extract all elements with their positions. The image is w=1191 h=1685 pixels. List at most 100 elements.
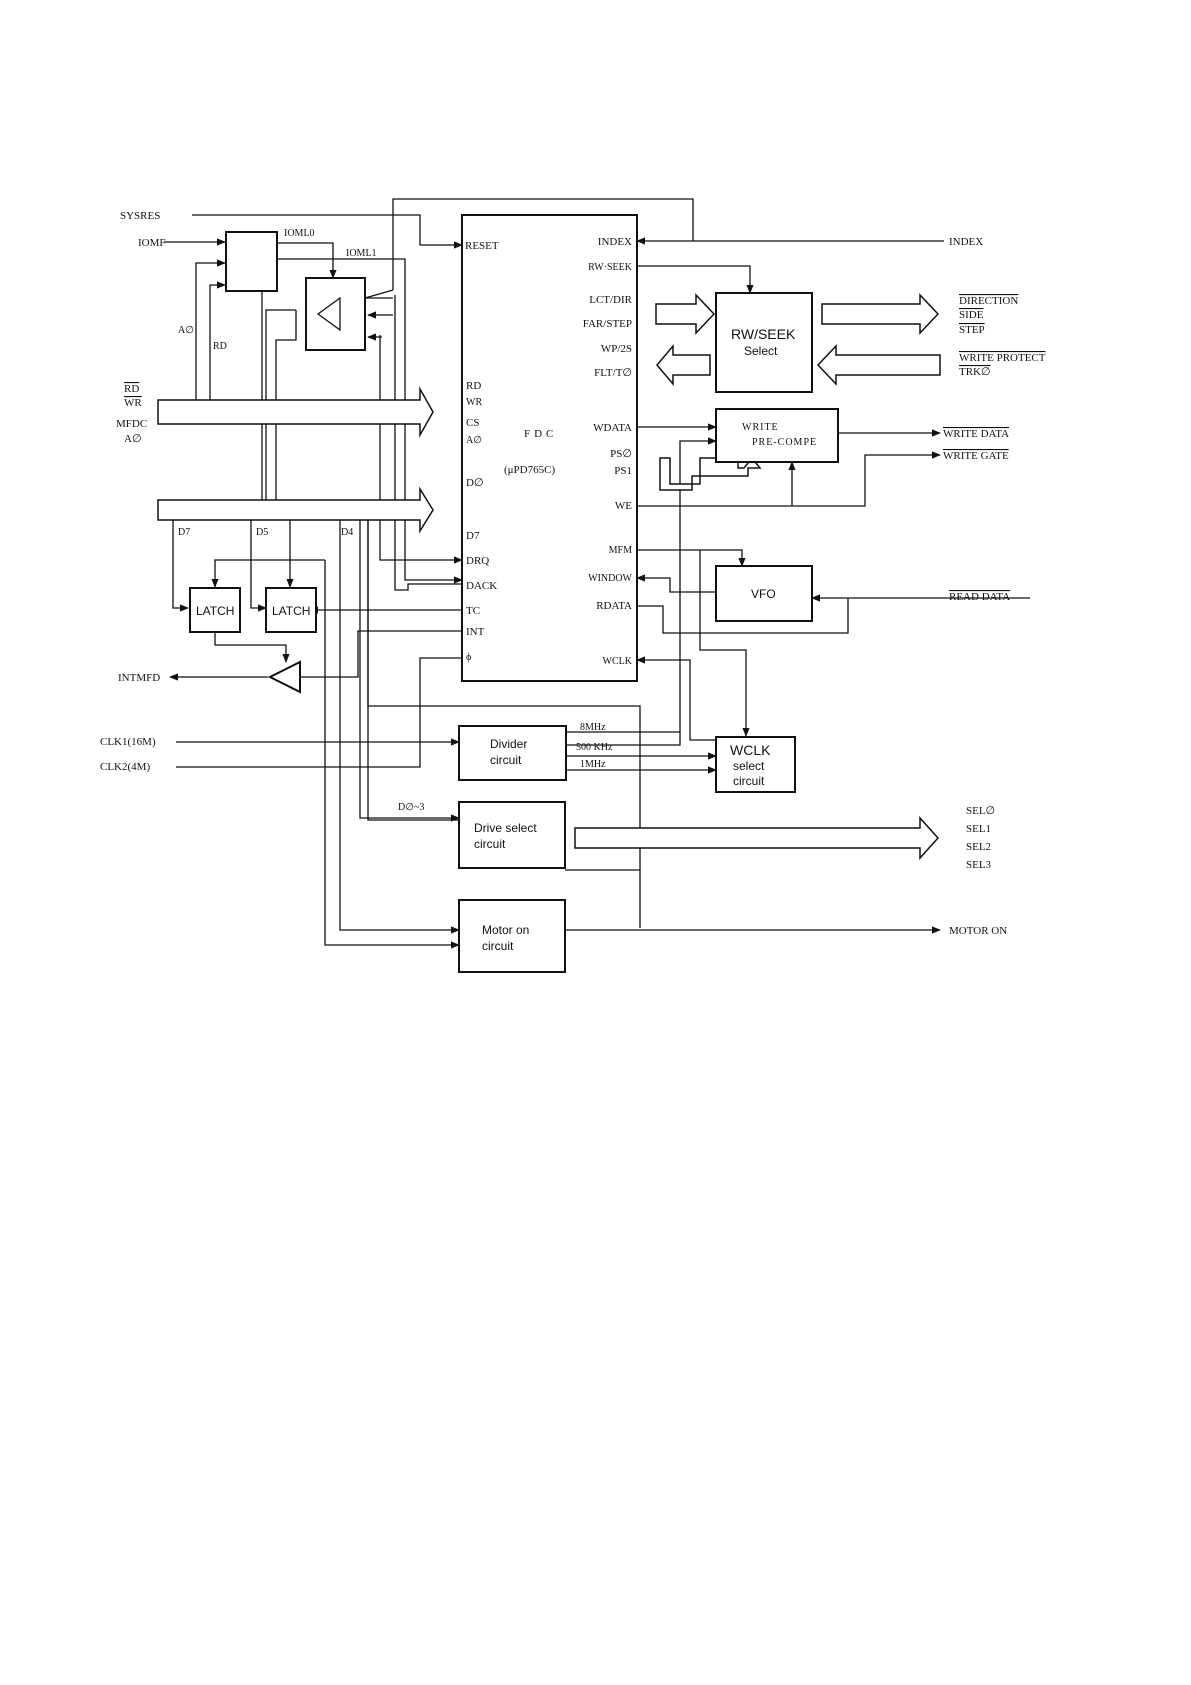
clk1-label: CLK1(16M) — [100, 736, 156, 748]
latch-d5-box — [265, 587, 317, 633]
a0-label: A∅ — [178, 325, 194, 336]
fdc-pin-cs: CS — [466, 417, 479, 429]
wires — [164, 198, 1030, 949]
latch-d7-box — [189, 587, 241, 633]
buses — [157, 293, 941, 860]
fdc-part: (μPD765C) — [504, 464, 555, 476]
write-protect-label: WRITE PROTECT — [959, 352, 1046, 364]
fdc-pin-dack: DACK — [466, 580, 497, 592]
tristate-buffer-box — [305, 277, 366, 351]
fdc-pin-window: WINDOW — [588, 573, 632, 584]
fdc-pin-int: INT — [466, 626, 485, 638]
wp-flt-bus-arrow — [656, 343, 711, 387]
sel3-label: SEL3 — [966, 859, 992, 871]
fdc-pin-rw-seek: RW·SEEK — [588, 262, 633, 273]
write-precomp-label-1: WRITE — [742, 422, 779, 433]
sel1-label: SEL1 — [966, 823, 991, 835]
latch1-label: LATCH — [196, 604, 234, 618]
freq-8mhz: 8MHz — [580, 722, 606, 733]
rwseek-label-1: RW/SEEK — [731, 326, 796, 342]
fdc-pin-ps1: PS1 — [614, 465, 632, 477]
fdc-pin-drq: DRQ — [466, 555, 489, 567]
write-precomp-box — [715, 408, 839, 463]
address-bus-arrow — [157, 386, 434, 438]
write-protect-bus-arrow — [816, 344, 941, 386]
fdc-pin-flt-t0: FLT/T∅ — [594, 367, 632, 379]
sel0-label: SEL∅ — [966, 805, 995, 817]
d7-label: D7 — [178, 527, 190, 538]
divider-label-1: Divider — [490, 737, 527, 751]
rd-bar-label: RD — [124, 383, 139, 395]
divider-circuit-box — [458, 725, 567, 781]
step-label: STEP — [959, 324, 985, 336]
drive-select-box — [458, 801, 566, 869]
lct-far-bus-arrow — [655, 293, 716, 335]
data-bus-arrow — [157, 486, 434, 534]
fdc-title: FDC — [524, 428, 557, 440]
fdc-pin-d7: D7 — [466, 530, 480, 542]
ioml0-label: IOML0 — [284, 228, 315, 239]
d4-label: D4 — [341, 527, 353, 538]
fdc-pin-reset: RESET — [465, 240, 499, 252]
trk0-label: TRK∅ — [959, 366, 991, 378]
motor-on-box — [458, 899, 566, 973]
drive-select-label-2: circuit — [474, 837, 506, 851]
index-label: INDEX — [949, 236, 983, 248]
fdc-pin-tc: TC — [466, 605, 480, 617]
sel2-label: SEL2 — [966, 841, 991, 853]
freq-1mhz: 1MHz — [580, 759, 606, 770]
intmfd-label: INTMFD — [118, 672, 160, 684]
divider-label-2: circuit — [490, 753, 522, 767]
buffer-triangle-icon — [316, 296, 341, 332]
ioml1-label: IOML1 — [346, 248, 377, 259]
fdc-pin-wclk: WCLK — [603, 656, 633, 667]
direction-bus-arrow — [821, 293, 940, 335]
fdc-pin-wp-2s: WP/2S — [601, 343, 632, 355]
wclk-label-1: WCLK — [730, 742, 771, 758]
iomf-label: IOMF — [138, 237, 166, 249]
d0-3-label: D∅~3 — [398, 802, 424, 813]
fdc-pin-far-step: FAR/STEP — [583, 318, 632, 330]
a0-2-label: A∅ — [124, 433, 142, 445]
fdc-pin-rd: RD — [466, 380, 481, 392]
latch2-label: LATCH — [272, 604, 310, 618]
wclk-select-box — [715, 736, 796, 793]
sysres-label: SYSRES — [120, 210, 160, 222]
fdc-pin-lct-dir: LCT/DIR — [589, 294, 632, 306]
rwseek-label-2: Select — [744, 344, 778, 358]
drive-select-label-1: Drive select — [474, 821, 537, 835]
fdc-pin-rdata: RDATA — [596, 600, 632, 612]
read-data-label: READ DATA — [949, 591, 1010, 603]
sel-bus-arrow — [574, 816, 940, 860]
direction-label: DIRECTION — [959, 295, 1018, 307]
motor-on-label-1: Motor on — [482, 923, 529, 937]
fdc-pin-mfm: MFM — [609, 545, 632, 556]
wclk-label-2: select — [733, 759, 765, 773]
int-buffer-icon — [267, 660, 301, 694]
labels: SYSRES IOMF A∅ RD RD WR MFDC A∅ INTMFD C… — [100, 210, 1046, 953]
fdc-pin-ps0: PS∅ — [610, 448, 632, 460]
wr-bar-label: WR — [124, 397, 142, 409]
fdc-pin-wdata: WDATA — [593, 422, 632, 434]
fdc-pin-index: INDEX — [598, 236, 632, 248]
vfo-box — [715, 565, 813, 622]
write-data-label: WRITE DATA — [943, 428, 1009, 440]
clk2-label: CLK2(4M) — [100, 761, 150, 773]
write-precomp-label-2: PRE-COMPE — [752, 437, 817, 448]
motor-on-out-label: MOTOR ON — [949, 925, 1007, 937]
fdc-pin-wr: WR — [466, 397, 482, 408]
fdc-pin-a0: A∅ — [466, 435, 482, 446]
side-label: SIDE — [959, 309, 984, 321]
vfo-label: VFO — [751, 587, 776, 601]
motor-on-label-2: circuit — [482, 939, 514, 953]
address-decoder-box — [225, 231, 278, 292]
rd-label: RD — [213, 341, 227, 352]
freq-500khz: 500 KHz — [576, 742, 613, 753]
fdc-chip — [461, 214, 638, 682]
fdc-pin-d0: D∅ — [466, 477, 484, 489]
mfdc-label: MFDC — [116, 418, 147, 430]
fdc-pin-phi: ϕ — [466, 652, 471, 663]
d5-label: D5 — [256, 527, 268, 538]
wclk-label-3: circuit — [733, 774, 765, 788]
